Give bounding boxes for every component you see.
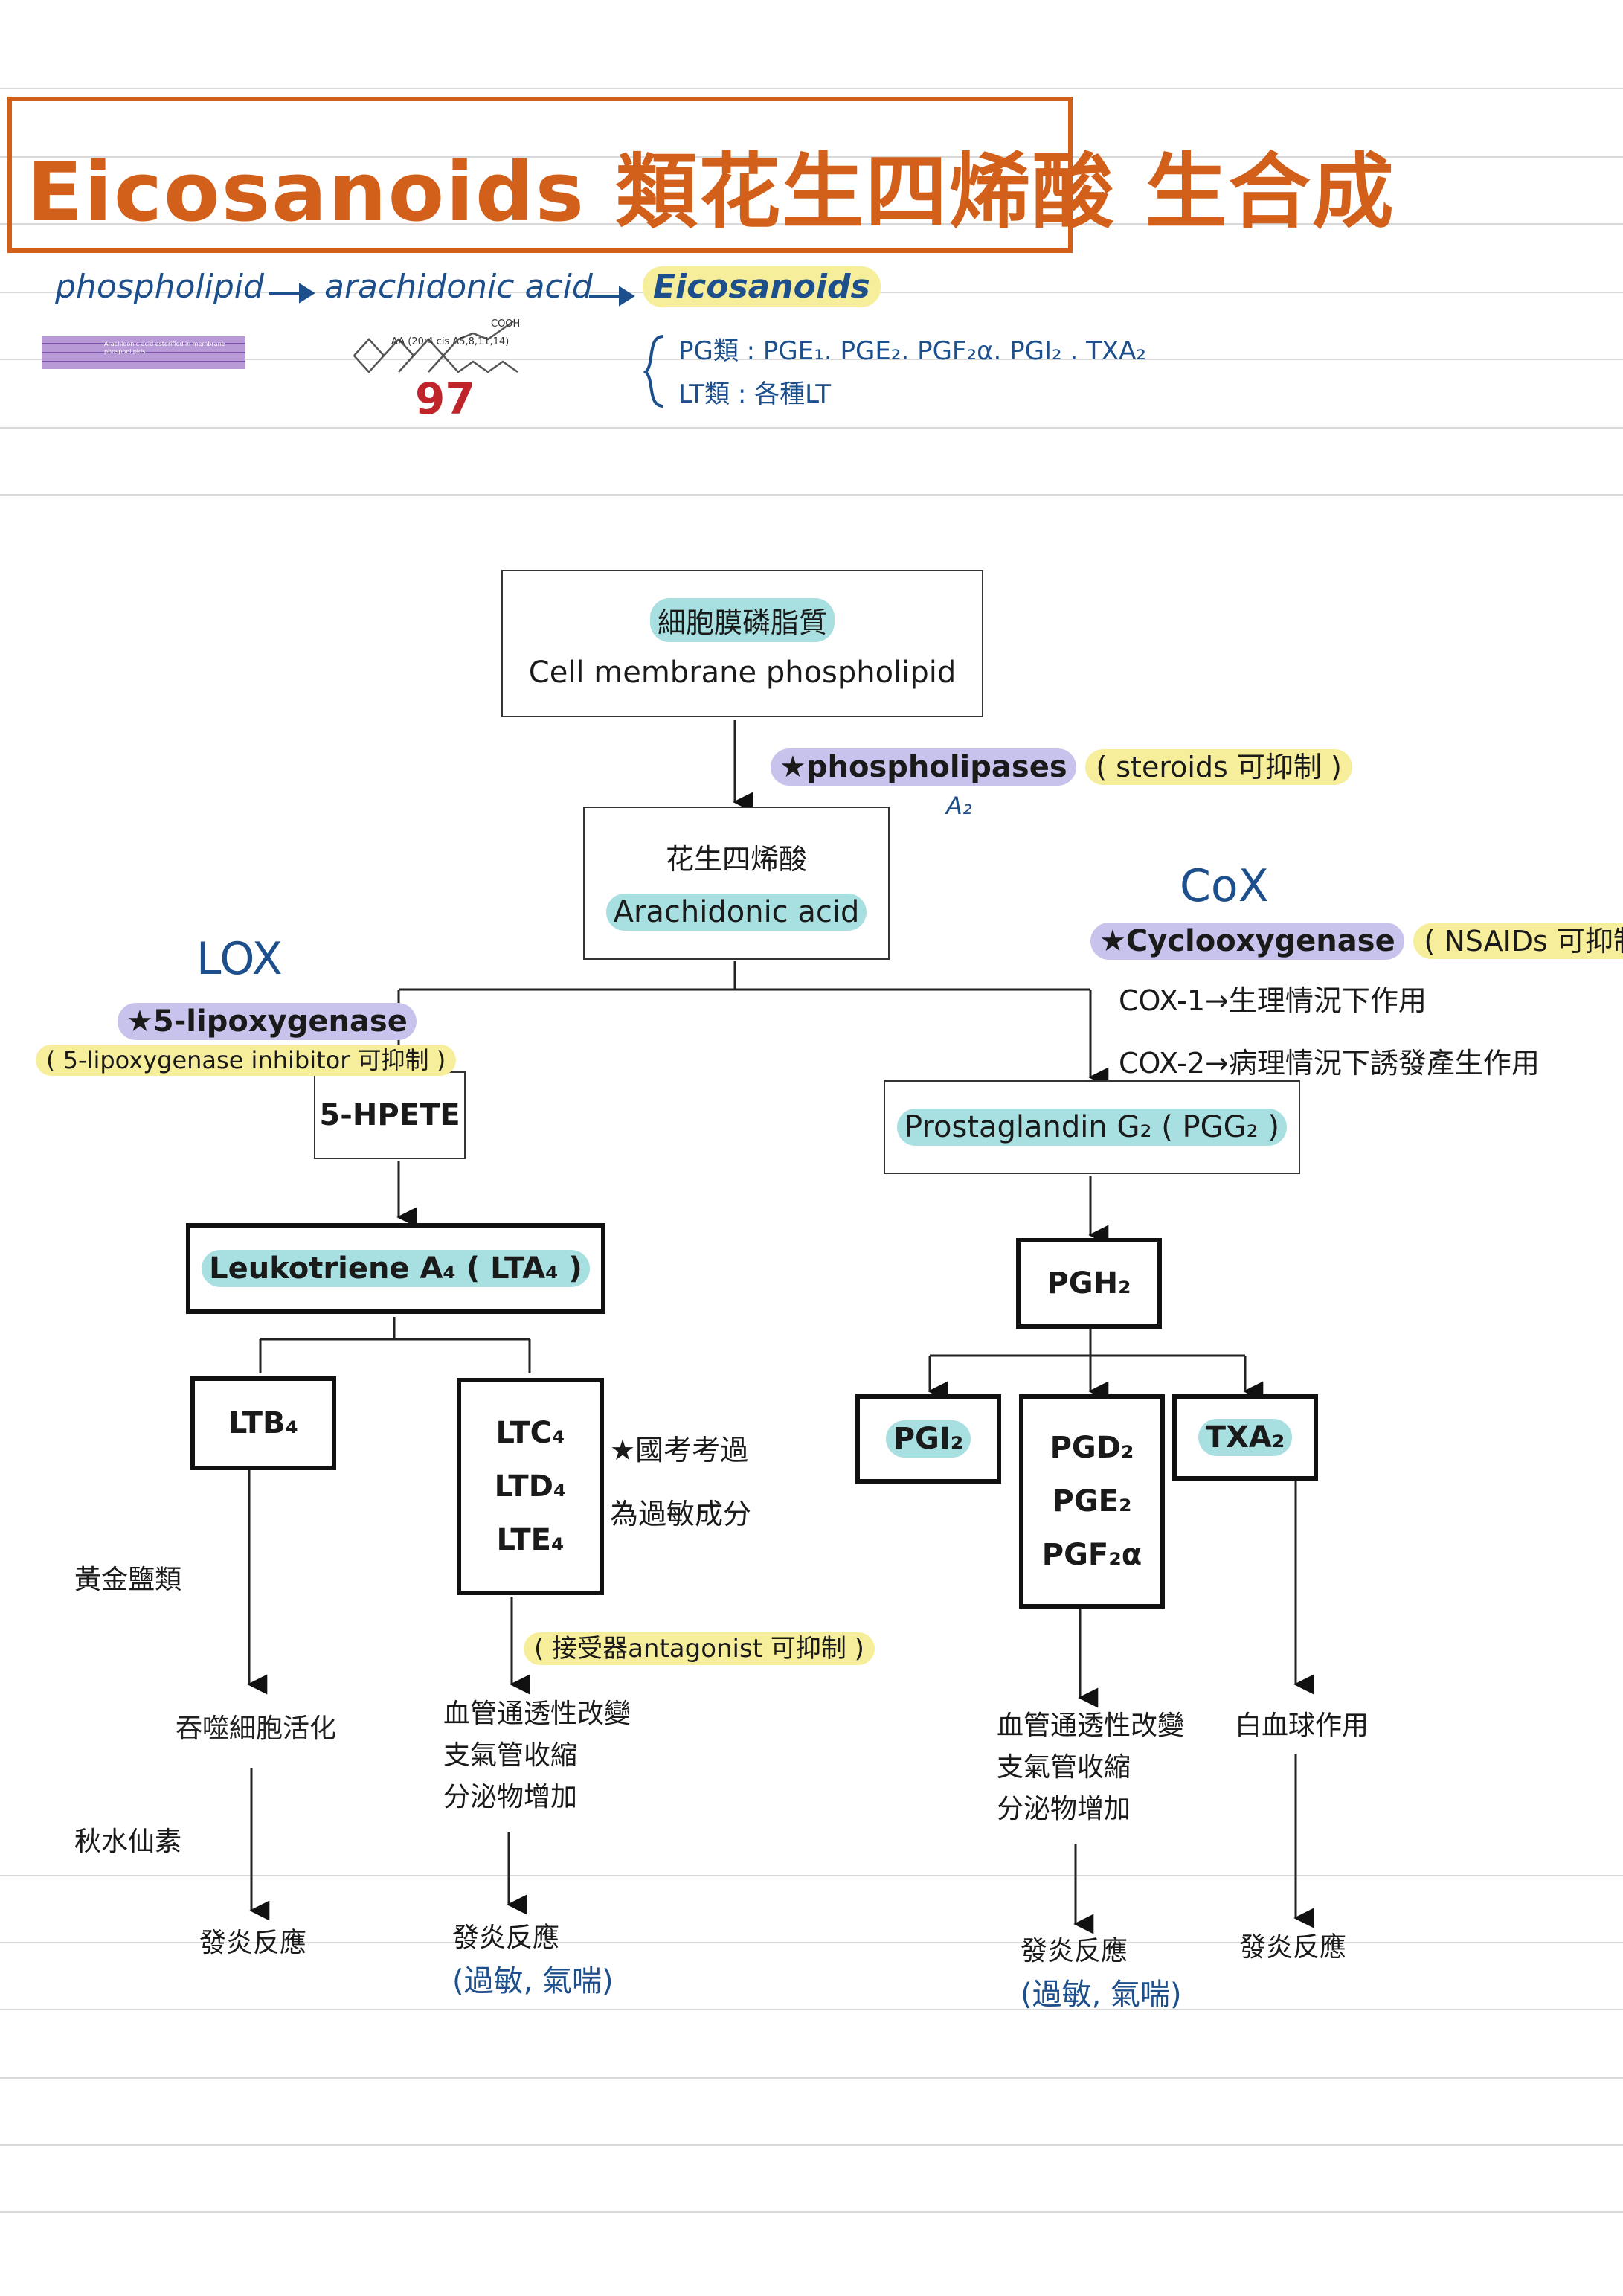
cyclooxygenase-label: ★Cyclooxygenase ( NSAIDs 可抑制 ): [1090, 918, 1623, 960]
node-pgi2-label: PGI₂: [885, 1420, 971, 1458]
node-arachidonic-acid: 花生四烯酸 Arachidonic acid: [583, 807, 890, 960]
inflammation-3: 發炎反應 (過敏, 氣喘): [1021, 1930, 1182, 2016]
node-ltc4-group: LTC₄ LTD₄ LTE₄: [457, 1378, 604, 1595]
node-cell-membrane-en: Cell membrane phospholipid: [528, 655, 957, 690]
node-5-hpete: 5-HPETE: [314, 1071, 466, 1159]
pg-class-line: PG類 : PGE₁. PGE₂. PGF₂α. PGI₂ . TXA₂: [678, 336, 1147, 366]
lt-effect-secretion: 分泌物增加: [443, 1782, 578, 1812]
intro-phospholipid: phospholipid: [55, 268, 264, 306]
node-ltb4: LTB₄: [190, 1376, 336, 1470]
node-pgd2-group: PGD₂ PGE₂ PGF₂α: [1019, 1394, 1165, 1609]
aa-formula: AA (20:4 cis Δ5,8,11,14): [391, 336, 510, 347]
membrane-bilayer-icon: [42, 336, 245, 369]
inflammation-2-sub: (過敏, 氣喘): [452, 1964, 614, 1998]
cyclooxygenase-text: ★Cyclooxygenase: [1090, 923, 1404, 960]
lox-inhibitor-label: ( 5-lipoxygenase inhibitor 可抑制 ): [36, 1042, 457, 1076]
inflammation-1: 發炎反應: [199, 1928, 307, 1958]
node-txa2-label: TXA₂: [1198, 1419, 1293, 1456]
node-lta4: Leukotriene A₄ ( LTA₄ ): [186, 1223, 605, 1314]
a2-annotation: A₂: [946, 792, 972, 820]
nsaids-text: ( NSAIDs 可抑制 ): [1413, 923, 1623, 959]
title-box: [7, 97, 1073, 253]
cox-heading: CoX: [1180, 860, 1269, 912]
node-ltb4-label: LTB₄: [228, 1406, 299, 1440]
lox-heading: LOX: [196, 933, 283, 985]
aa-cooh: COOH: [491, 318, 521, 330]
page-number: 97: [415, 373, 475, 424]
phospholipase-label: ★phospholipases ( steroids 可抑制 ): [771, 744, 1352, 786]
colchicine-note: 秋水仙素: [74, 1827, 182, 1857]
lt-effect-bronchial: 支氣管收縮: [443, 1740, 578, 1771]
node-pgf2a-label: PGF₂α: [1041, 1538, 1142, 1572]
node-cell-membrane-zh: 細胞膜磷脂質: [649, 597, 835, 642]
lt-effects: 血管通透性改變 支氣管收縮 分泌物增加: [443, 1693, 631, 1818]
pg-effect-secretion: 分泌物增加: [997, 1794, 1131, 1824]
gold-salts-note: 黃金鹽類: [74, 1565, 182, 1595]
node-txa2: TXA₂: [1172, 1394, 1318, 1481]
cox1-note: COX-1→生理情況下作用: [1119, 984, 1427, 1017]
receptor-antagonist-label: ( 接受器antagonist 可抑制 ): [524, 1628, 875, 1665]
node-arachidonic-zh: 花生四烯酸: [665, 842, 807, 876]
intro-eicosanoids-text: Eicosanoids: [643, 266, 881, 307]
exam-note-1: ★國考考過: [610, 1434, 749, 1466]
node-pgh2-label: PGH₂: [1047, 1266, 1131, 1301]
membrane-caption: Arachidonic acid esterified in membrane …: [104, 341, 225, 355]
node-lta4-label: Leukotriene A₄ ( LTA₄ ): [202, 1250, 590, 1287]
inflammation-2-label: 發炎反應: [452, 1923, 560, 1953]
node-pge2-label: PGE₂: [1052, 1484, 1132, 1519]
node-cell-membrane: 細胞膜磷脂質 Cell membrane phospholipid: [501, 570, 983, 717]
node-pgg2-label: Prostaglandin G₂ ( PGG₂ ): [897, 1109, 1287, 1146]
lipoxygenase-text: ★5-lipoxygenase: [118, 1003, 417, 1040]
lox-inhibitor-text: ( 5-lipoxygenase inhibitor 可抑制 ): [36, 1045, 457, 1076]
intro-arachidonic-acid: arachidonic acid: [324, 268, 593, 306]
arachidonic-acid-structure-icon: [353, 320, 518, 373]
node-pgd2-label: PGD₂: [1050, 1431, 1134, 1465]
lt-effect-vascular: 血管通透性改變: [443, 1699, 631, 1729]
phagocyte-activation: 吞噬細胞活化: [176, 1713, 337, 1744]
pg-effects: 血管通透性改變 支氣管收縮 分泌物增加: [997, 1705, 1184, 1830]
node-lte4-label: LTE₄: [496, 1523, 565, 1557]
receptor-antagonist-text: ( 接受器antagonist 可抑制 ): [524, 1632, 875, 1665]
node-pgg2: Prostaglandin G₂ ( PGG₂ ): [884, 1080, 1300, 1174]
node-arachidonic-en: Arachidonic acid: [605, 893, 867, 931]
inflammation-3-sub: (過敏, 氣喘): [1021, 1978, 1182, 2012]
wbc-action: 白血球作用: [1235, 1710, 1369, 1741]
node-pgh2: PGH₂: [1016, 1238, 1162, 1329]
phospholipases-text: ★phospholipases: [771, 748, 1076, 786]
lipoxygenase-label: ★5-lipoxygenase: [118, 1003, 417, 1040]
cox2-note: COX-2→病理情況下誘發產生作用: [1119, 1047, 1540, 1080]
pg-effect-vascular: 血管通透性改變: [997, 1710, 1185, 1741]
inflammation-4: 發炎反應: [1239, 1932, 1347, 1963]
inflammation-2: 發炎反應 (過敏, 氣喘): [452, 1917, 614, 2003]
node-ltd4-label: LTD₄: [494, 1469, 567, 1504]
steroids-text: ( steroids 可抑制 ): [1085, 749, 1352, 785]
inflammation-3-label: 發炎反應: [1021, 1936, 1128, 1966]
node-ltc4-label: LTC₄: [495, 1416, 565, 1450]
node-pgi2: PGI₂: [855, 1394, 1001, 1484]
exam-note-2: 為過敏成分: [610, 1498, 752, 1530]
node-5-hpete-label: 5-HPETE: [319, 1098, 460, 1132]
pg-effect-bronchial: 支氣管收縮: [997, 1752, 1131, 1783]
page-title: Eicosanoids 類花生四烯酸 生合成: [27, 144, 1395, 240]
intro-eicosanoids: Eicosanoids: [643, 266, 881, 307]
lt-class-line: LT類 : 各種LT: [678, 379, 832, 409]
